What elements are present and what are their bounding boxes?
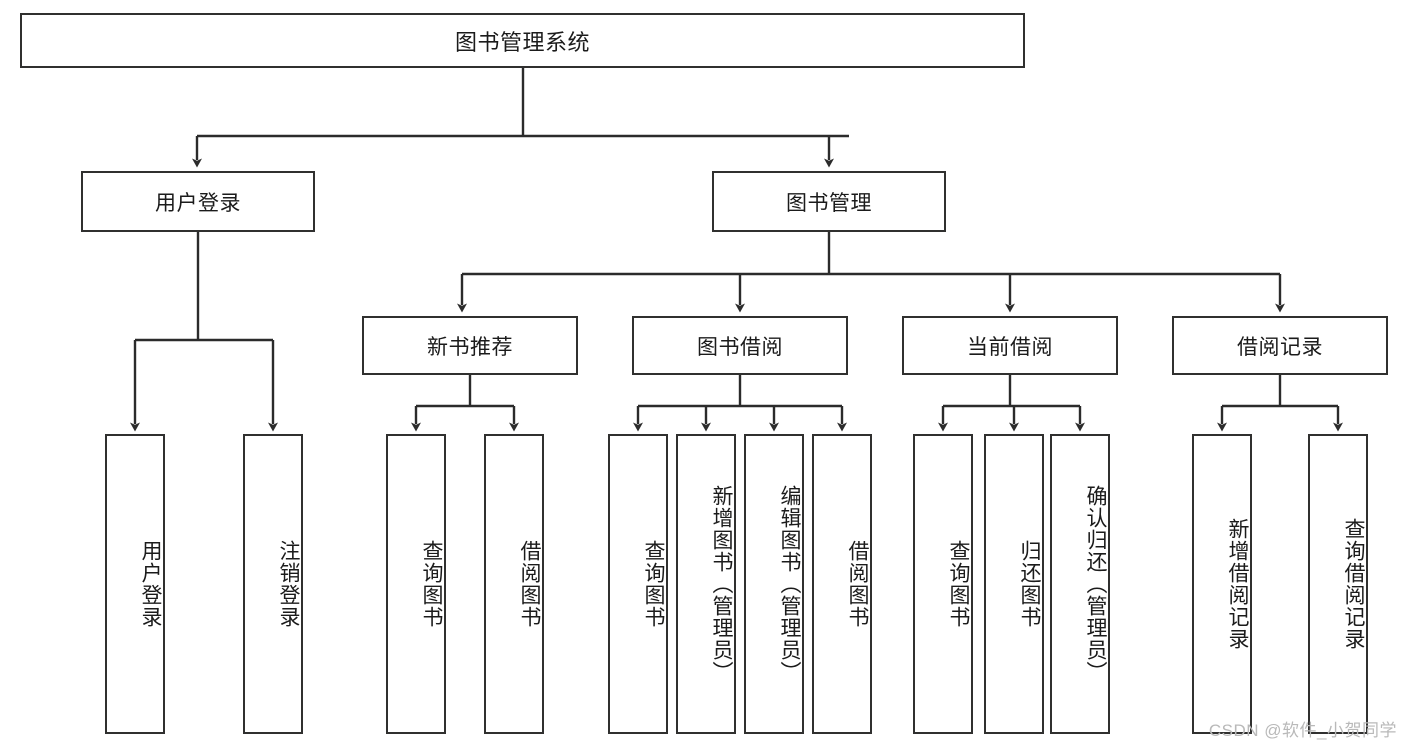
node-label: 图书管理 — [786, 191, 872, 215]
node-current-borrow[interactable]: 当前借阅 — [902, 316, 1118, 375]
node-leaf-edit-book[interactable]: 编辑图书（管理员） — [744, 434, 804, 734]
node-leaf-query-record[interactable]: 查询借阅记录 — [1308, 434, 1368, 734]
node-book-management[interactable]: 图书管理 — [712, 171, 946, 232]
node-label: 借阅记录 — [1237, 335, 1323, 359]
node-label: 查询图书 — [420, 540, 443, 628]
node-leaf-borrow-book-1[interactable]: 借阅图书 — [484, 434, 544, 734]
node-label: 查询借阅记录 — [1342, 518, 1365, 650]
node-leaf-query-book-1[interactable]: 查询图书 — [386, 434, 446, 734]
node-label: 借阅图书 — [518, 540, 541, 628]
node-label: 查询图书 — [947, 540, 970, 628]
node-label: 图书借阅 — [697, 335, 783, 359]
node-label: 新增图书（管理员） — [710, 485, 733, 683]
node-label: 用户登录 — [139, 540, 162, 628]
node-leaf-query-book-3[interactable]: 查询图书 — [913, 434, 973, 734]
node-label: 归还图书 — [1018, 540, 1041, 628]
node-leaf-add-book[interactable]: 新增图书（管理员） — [676, 434, 736, 734]
node-book-borrow[interactable]: 图书借阅 — [632, 316, 848, 375]
node-label: 当前借阅 — [967, 335, 1053, 359]
node-leaf-query-book-2[interactable]: 查询图书 — [608, 434, 668, 734]
node-leaf-add-record[interactable]: 新增借阅记录 — [1192, 434, 1252, 734]
node-leaf-borrow-book-2[interactable]: 借阅图书 — [812, 434, 872, 734]
node-label: 借阅图书 — [846, 540, 869, 628]
node-label: 新书推荐 — [427, 335, 513, 359]
node-label: 确认归还（管理员） — [1084, 485, 1107, 683]
node-new-book-recommend[interactable]: 新书推荐 — [362, 316, 578, 375]
node-label: 查询图书 — [642, 540, 665, 628]
node-label: 图书管理系统 — [454, 29, 590, 55]
node-borrow-record[interactable]: 借阅记录 — [1172, 316, 1388, 375]
csdn-watermark: CSDN @软件_小贺同学 — [1208, 721, 1397, 740]
node-leaf-logout[interactable]: 注销登录 — [243, 434, 303, 734]
node-label: 新增借阅记录 — [1226, 518, 1249, 650]
node-user-login[interactable]: 用户登录 — [81, 171, 315, 232]
node-label: 用户登录 — [155, 191, 241, 215]
node-label: 编辑图书（管理员） — [778, 485, 801, 683]
node-root-system[interactable]: 图书管理系统 — [20, 13, 1025, 68]
node-leaf-confirm-return[interactable]: 确认归还（管理员） — [1050, 434, 1110, 734]
node-label: 注销登录 — [277, 540, 300, 628]
node-leaf-user-login[interactable]: 用户登录 — [105, 434, 165, 734]
node-leaf-return-book[interactable]: 归还图书 — [984, 434, 1044, 734]
